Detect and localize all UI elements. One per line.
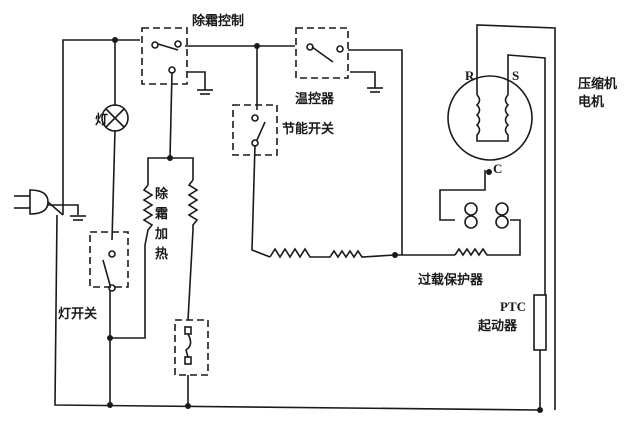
defrost-heater-label-4: 热 <box>155 246 168 262</box>
terminal-c-label: C <box>493 161 502 176</box>
compressor-label-1: 压缩机 <box>578 76 617 92</box>
defrost-heater-label-1: 除 <box>155 186 169 202</box>
energy-saving-switch: 节能开关 <box>232 104 334 156</box>
lamp-label: 灯 <box>95 112 108 128</box>
ptc-label-1: PTC <box>500 299 526 314</box>
energy-switch-label: 节能开关 <box>282 121 334 137</box>
compressor-label-2: 电机 <box>578 94 604 110</box>
lamp-switch: 灯开关 <box>58 231 129 322</box>
power-plug-icon <box>14 189 86 221</box>
resistor-chain <box>269 247 490 259</box>
terminal-s-label: S <box>512 68 519 83</box>
thermostat-switch: 温控器 <box>295 27 383 107</box>
thermostat-label: 温控器 <box>295 91 335 107</box>
terminal-r-label: R <box>465 68 475 83</box>
overload-protector: 过载保护器 <box>418 202 509 288</box>
lamp-icon: 灯 <box>95 104 129 132</box>
lamp-switch-label: 灯开关 <box>58 306 97 322</box>
ptc-starter: PTC 起动器 <box>477 294 547 351</box>
defrost-control-label: 除霜控制 <box>192 13 244 29</box>
defrost-control-switch: 除霜控制 <box>141 13 244 95</box>
compressor-motor: R S C 压缩机 电机 <box>447 68 617 176</box>
overload-protector-label: 过载保护器 <box>418 272 484 288</box>
defrost-heater: 除 霜 加 热 <box>142 179 199 262</box>
wiring <box>54 24 556 411</box>
ptc-label-2: 起动器 <box>477 318 518 334</box>
defrost-fuse <box>174 319 209 376</box>
defrost-heater-label-3: 加 <box>154 227 168 242</box>
defrost-heater-label-2: 霜 <box>154 207 168 222</box>
junction-dots <box>107 37 543 413</box>
